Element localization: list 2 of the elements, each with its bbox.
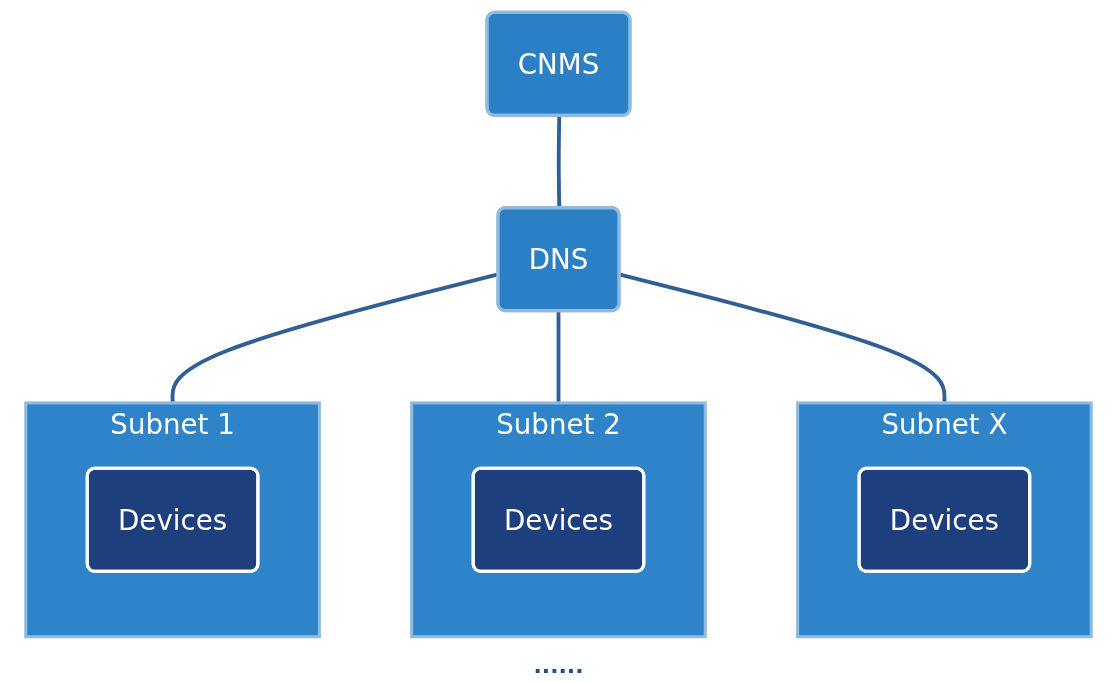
ellipsis-mark: ......	[533, 653, 584, 678]
connector	[556, 310, 561, 403]
